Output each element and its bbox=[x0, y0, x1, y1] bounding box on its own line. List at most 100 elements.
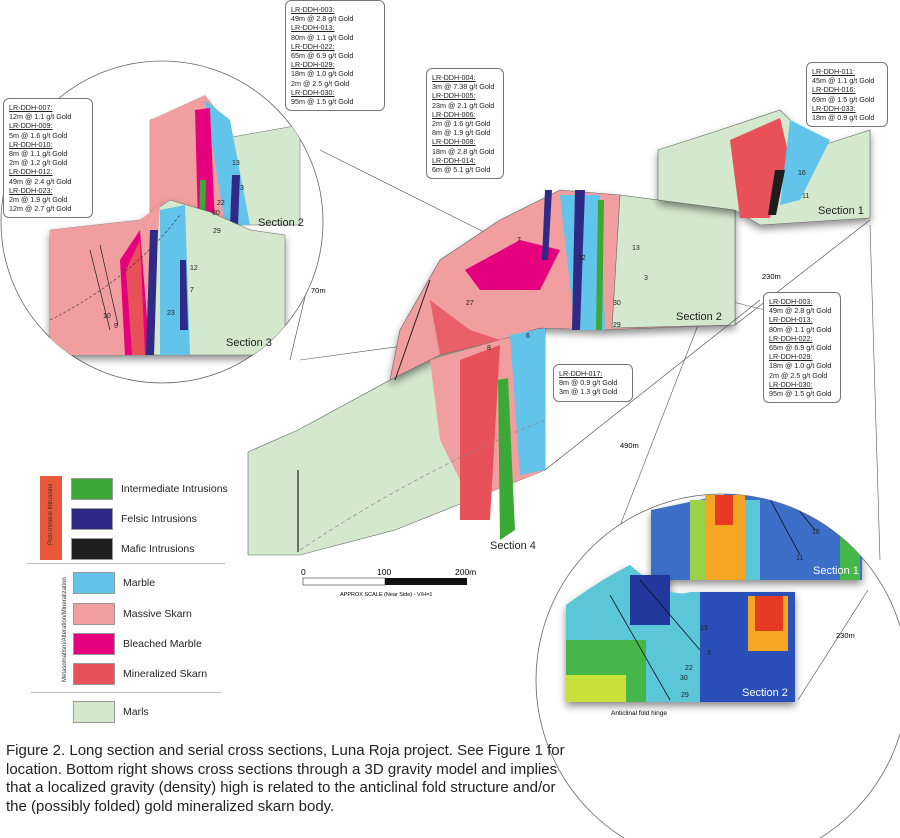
legend-group-post-mineral bbox=[40, 476, 62, 560]
drill-hole-id: LR-DDH-017: bbox=[559, 369, 603, 378]
legend-swatch bbox=[73, 663, 115, 685]
hole-number: 29 bbox=[681, 692, 689, 699]
legend-item: Marls bbox=[73, 701, 149, 723]
legend-group-post-mineral-label: Post-mineral Intrusions bbox=[48, 483, 54, 545]
assay-result: 12m @ 1.1 g/t Gold bbox=[9, 112, 72, 122]
drill-hole-id: LR-DDH-022: bbox=[769, 333, 813, 343]
assay-result: 80m @ 1.1 g/t Gold bbox=[769, 324, 832, 334]
assay-result: 49m @ 2.8 g/t Gold bbox=[769, 306, 832, 316]
drill-hole-id: LR-DDH-006: bbox=[432, 109, 476, 119]
legend-swatch bbox=[73, 633, 115, 655]
hole-number: 8 bbox=[487, 345, 491, 352]
hole-number: 22 bbox=[578, 255, 586, 262]
scale-bar: 0 100 200m APPROX SCALE (Near Side) - V/… bbox=[301, 567, 476, 598]
hole-number: 23 bbox=[167, 310, 175, 317]
legend-item: Intermediate Intrusions bbox=[71, 478, 228, 500]
assay-result: 65m @ 6.9 g/t Gold bbox=[291, 51, 354, 61]
assay-result: 8m @ 1.1 g/t Gold bbox=[9, 149, 68, 159]
assay-result: 8m @ 0.9 g/t Gold bbox=[559, 378, 618, 388]
legend-item: Mineralized Skarn bbox=[73, 663, 207, 685]
legend-label: Massive Skarn bbox=[123, 608, 192, 620]
hole-number: 30 bbox=[212, 210, 220, 217]
drill-hole-id: LR-DDH-033: bbox=[812, 103, 856, 113]
hole-number: 10 bbox=[103, 313, 111, 320]
gravity-section-2 bbox=[566, 565, 795, 702]
drill-hole-id: LR-DDH-010: bbox=[9, 139, 53, 149]
hole-number: 22 bbox=[685, 665, 693, 672]
drill-hole-id: LR-DDH-004: bbox=[432, 73, 476, 82]
drill-hole-id: LR-DDH-013: bbox=[291, 23, 335, 33]
drill-hole-id: LR-DDH-003: bbox=[291, 5, 335, 14]
scale-tick-0: 0 bbox=[301, 567, 306, 577]
hole-number: 16 bbox=[798, 170, 806, 177]
assay-result: 65m @ 6.9 g/t Gold bbox=[769, 343, 832, 353]
legend-item: Marble bbox=[73, 572, 155, 594]
drill-hole-numbers: 7 27 8 6 22 13 3 30 29 33 16 11 bbox=[466, 170, 809, 352]
callout-center: LR-DDH-004:3m @ 7.38 g/t Gold LR-DDH-005… bbox=[426, 68, 504, 180]
hole-number: 29 bbox=[613, 322, 621, 329]
legend-swatch bbox=[71, 508, 113, 530]
hole-number: 22 bbox=[217, 200, 225, 207]
assay-result: 69m @ 1.5 g/t Gold bbox=[812, 94, 875, 104]
drill-hole-id: LR-DDH-030: bbox=[291, 87, 335, 97]
hole-number: 11 bbox=[796, 555, 803, 562]
hole-number: 3 bbox=[707, 650, 711, 657]
hole-number: 13 bbox=[700, 625, 708, 632]
legend-item: Bleached Marble bbox=[73, 633, 202, 655]
long-section bbox=[247, 109, 871, 556]
drill-hole-id: LR-DDH-008: bbox=[432, 137, 476, 147]
assay-result: 5m @ 1.6 g/t Gold bbox=[9, 130, 68, 140]
section-4-label: Section 4 bbox=[490, 540, 536, 552]
assay-result: 18m @ 1.0 g/t Gold bbox=[291, 69, 354, 79]
section-2-label: Section 2 bbox=[676, 311, 722, 323]
drill-hole-id: LR-DDH-005: bbox=[432, 91, 476, 101]
hole-number: 16 bbox=[812, 529, 820, 536]
fold-hinge-label: Anticlinal fold hinge bbox=[611, 710, 667, 717]
assay-result: 2m @ 1.6 g/t Gold bbox=[432, 119, 491, 129]
circle-section-3-label: Section 3 bbox=[226, 337, 272, 349]
zoom-circle-gravity-model: Section 1 Section 2 16 11 13 3 22 30 29 bbox=[535, 493, 900, 838]
assay-result: 49m @ 2.8 g/t Gold bbox=[291, 14, 354, 24]
distance-230m-bottom: 230m bbox=[836, 631, 855, 640]
legend-label: Marls bbox=[123, 706, 149, 718]
section-1-label: Section 1 bbox=[818, 205, 864, 217]
assay-result: 80m @ 1.1 g/t Gold bbox=[291, 32, 354, 42]
callout-section-2-right: LR-DDH-003:49m @ 2.8 g/t Gold LR-DDH-013… bbox=[763, 292, 841, 404]
callout-section-1: LR-DDH-011:45m @ 1.1 g/t Gold LR-DDH-016… bbox=[806, 62, 888, 128]
assay-result: 95m @ 1.5 g/t Gold bbox=[769, 389, 832, 399]
callout-circle-top: LR-DDH-003:49m @ 2.8 g/t Gold LR-DDH-013… bbox=[285, 0, 385, 112]
figure-caption: Figure 2. Long section and serial cross … bbox=[6, 742, 565, 815]
hole-number: 30 bbox=[680, 675, 688, 682]
assay-result: 8m @ 1.9 g/t Gold bbox=[432, 128, 491, 138]
distance-70m: 70m bbox=[311, 286, 326, 295]
assay-result: 2m @ 1.9 g/t Gold bbox=[9, 195, 68, 205]
legend-swatch bbox=[73, 701, 115, 723]
drill-hole-id: LR-DDH-016: bbox=[812, 85, 856, 95]
drill-hole-id: LR-DDH-029: bbox=[291, 60, 335, 70]
scale-tick-100: 100 bbox=[377, 567, 391, 577]
zoom-circle-sections-2-3: Section 2 Section 3 13 3 22 30 29 12 7 2… bbox=[0, 60, 324, 384]
assay-result: 18m @ 0.9 g/t Gold bbox=[812, 113, 875, 123]
legend-label: Intermediate Intrusions bbox=[121, 483, 228, 495]
legend-label: Felsic Intrusions bbox=[121, 513, 197, 525]
assay-result: 45m @ 1.1 g/t Gold bbox=[812, 76, 875, 86]
scale-caption: APPROX SCALE (Near Side) - V/H=1 bbox=[340, 592, 432, 598]
drill-hole-id: LR-DDH-013: bbox=[769, 315, 813, 325]
hole-number: 11 bbox=[802, 193, 809, 200]
hole-number: 3 bbox=[240, 185, 244, 192]
hole-number: 13 bbox=[232, 160, 240, 167]
legend-item: Mafic Intrusions bbox=[71, 538, 195, 560]
hole-number: 7 bbox=[190, 287, 194, 294]
assay-result: 3m @ 7.38 g/t Gold bbox=[432, 82, 495, 92]
scale-tick-200: 200m bbox=[455, 567, 476, 577]
hole-number: 33 bbox=[775, 175, 783, 182]
assay-result: 2m @ 1.2 g/t Gold bbox=[9, 158, 68, 168]
assay-result: 12m @ 2.7 g/t Gold bbox=[9, 204, 72, 214]
assay-result: 23m @ 2.1 g/t Gold bbox=[432, 100, 495, 110]
assay-result: 3m @ 1.3 g/t Gold bbox=[559, 387, 618, 397]
legend-swatch bbox=[73, 572, 115, 594]
distance-230m-top: 230m bbox=[762, 272, 781, 281]
assay-result: 18m @ 2.8 g/t Gold bbox=[432, 146, 495, 156]
